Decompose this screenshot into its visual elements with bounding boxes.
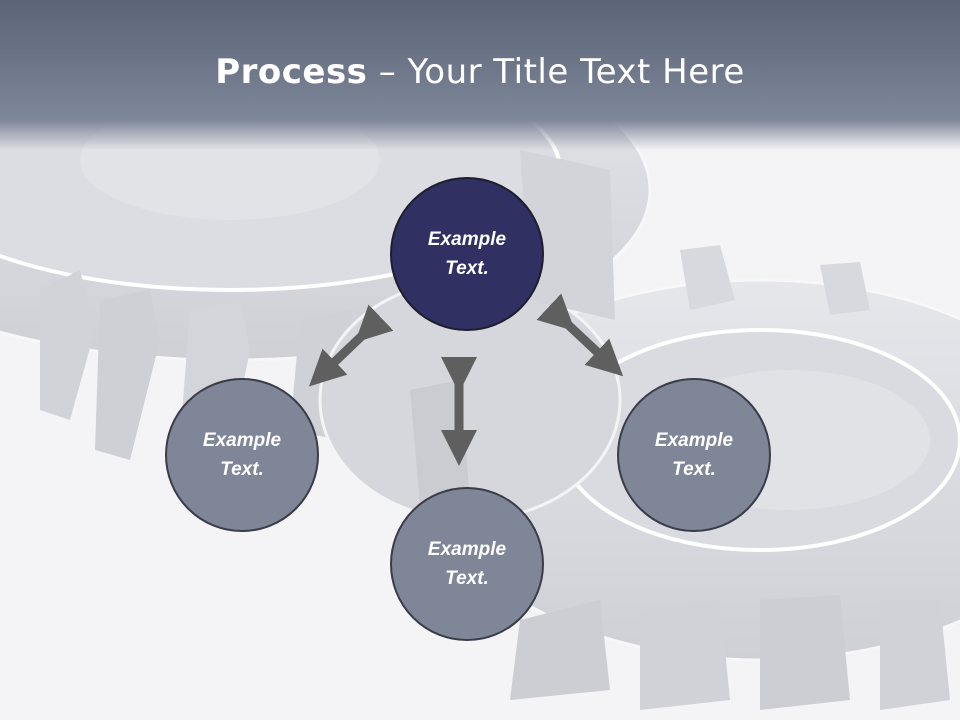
title-bold: Process: [215, 52, 368, 92]
node-bottom-label: Example Text.: [427, 539, 507, 589]
node-right: Example Text.: [617, 378, 771, 532]
node-right-label: Example Text.: [654, 430, 734, 480]
page-title: Process – Your Title Text Here: [0, 52, 960, 92]
node-top-label: Example Text.: [427, 229, 507, 279]
node-left-label: Example Text.: [202, 430, 282, 480]
title-bar: [0, 0, 960, 150]
node-left: Example Text.: [165, 378, 319, 532]
arrow-top-right: [536, 293, 624, 377]
node-top: Example Text.: [390, 177, 544, 331]
title-rest: – Your Title Text Here: [367, 52, 745, 92]
node-bottom: Example Text.: [390, 487, 544, 641]
arrow-top-left: [308, 304, 394, 387]
